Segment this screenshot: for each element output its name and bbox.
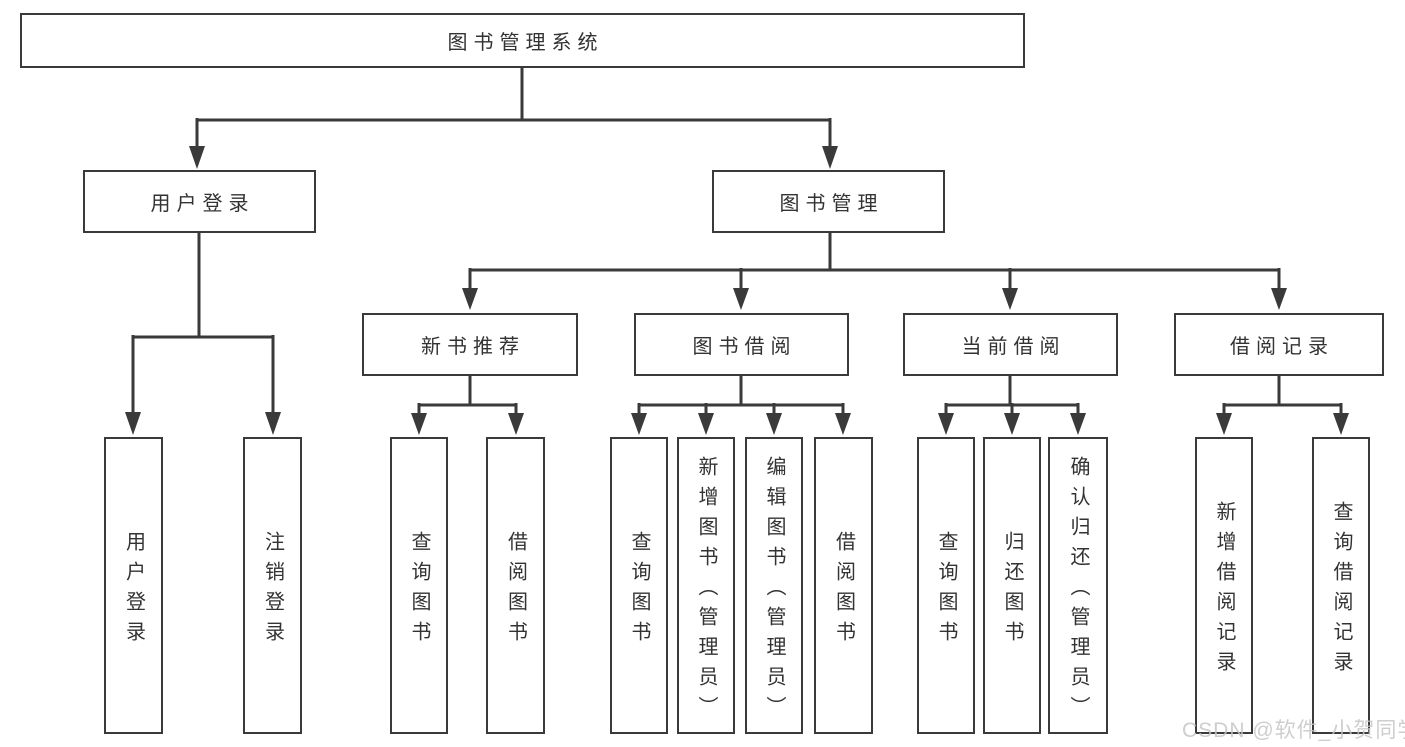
leaf-bb-edit-book-admin: 编辑图书（管理员） xyxy=(745,437,803,734)
connector-root-to-level2 xyxy=(195,68,832,148)
node-borrow-record-label: 借阅记录 xyxy=(1230,336,1334,358)
arrowhead-cb-confirm xyxy=(1070,413,1086,435)
leaf-nb-borrow-book: 借阅图书 xyxy=(486,437,545,734)
leaf-nb-borrow-book-label: 借阅图书 xyxy=(504,530,527,651)
leaf-bb-query-book: 查询图书 xyxy=(610,437,668,734)
node-book-management-label: 图书管理 xyxy=(779,193,884,215)
leaf-bb-add-book-admin: 新增图书（管理员） xyxy=(677,437,735,734)
arrowhead-bb-edit xyxy=(766,413,782,435)
leaf-cb-query-book-label: 查询图书 xyxy=(935,530,957,651)
leaf-cb-confirm-return-admin-label: 确认归还（管理员） xyxy=(1067,455,1089,726)
leaf-br-add-record-label: 新增借阅记录 xyxy=(1213,500,1235,681)
leaf-cb-return-book-label: 归还图书 xyxy=(1001,530,1023,651)
connector-current-borrow-children xyxy=(944,376,1080,415)
arrowhead-user-login xyxy=(189,146,205,169)
node-book-borrow: 图书借阅 xyxy=(634,313,849,376)
leaf-logout: 注销登录 xyxy=(243,437,302,734)
leaf-bb-query-book-label: 查询图书 xyxy=(628,530,650,651)
connector-borrow-record-children xyxy=(1222,376,1343,415)
arrowhead-cb-query xyxy=(938,413,954,435)
arrowhead-book-borrow xyxy=(733,288,749,310)
node-new-book-recommend-label: 新书推荐 xyxy=(421,336,525,358)
arrowhead-cb-return xyxy=(1004,413,1020,435)
leaf-cb-query-book: 查询图书 xyxy=(917,437,975,734)
connector-user-login-children xyxy=(131,233,275,414)
leaf-nb-query-book-label: 查询图书 xyxy=(408,530,430,651)
node-borrow-record: 借阅记录 xyxy=(1174,313,1384,376)
leaf-br-add-record: 新增借阅记录 xyxy=(1195,437,1253,734)
arrowhead-nb-borrow xyxy=(508,413,524,435)
node-new-book-recommend: 新书推荐 xyxy=(362,313,578,376)
watermark: CSDN @软件_小贺同学 xyxy=(1182,719,1405,742)
connector-book-management-children xyxy=(468,233,1281,290)
node-current-borrow: 当前借阅 xyxy=(903,313,1118,376)
node-current-borrow-label: 当前借阅 xyxy=(961,336,1066,358)
leaf-bb-add-book-admin-label: 新增图书（管理员） xyxy=(695,455,717,726)
arrowhead-leaf-logout xyxy=(265,412,281,435)
leaf-user-login: 用户登录 xyxy=(104,437,163,734)
arrowhead-nb-query xyxy=(411,413,427,435)
leaf-bb-borrow-book: 借阅图书 xyxy=(814,437,873,734)
leaf-logout-label: 注销登录 xyxy=(261,530,284,651)
arrowhead-br-add xyxy=(1216,413,1232,435)
arrowhead-bb-add xyxy=(698,413,714,435)
leaf-cb-return-book: 归还图书 xyxy=(983,437,1041,734)
leaf-bb-borrow-book-label: 借阅图书 xyxy=(832,530,855,651)
arrowhead-book-management xyxy=(822,146,838,169)
connector-new-book-children xyxy=(417,376,518,415)
arrowhead-current-borrow xyxy=(1002,288,1018,310)
leaf-br-query-record-label: 查询借阅记录 xyxy=(1330,500,1352,681)
leaf-br-query-record: 查询借阅记录 xyxy=(1312,437,1370,734)
node-root: 图书管理系统 xyxy=(20,13,1025,68)
arrowhead-bb-borrow xyxy=(835,413,851,435)
leaf-user-login-label: 用户登录 xyxy=(122,530,145,651)
leaf-cb-confirm-return-admin: 确认归还（管理员） xyxy=(1048,437,1108,734)
leaf-nb-query-book: 查询图书 xyxy=(390,437,448,734)
arrowhead-new-book xyxy=(462,288,478,310)
node-user-login: 用户登录 xyxy=(83,170,316,233)
connector-book-borrow-children xyxy=(637,376,845,415)
arrowhead-leaf-user-login xyxy=(125,412,141,435)
node-book-borrow-label: 图书借阅 xyxy=(692,336,797,358)
node-user-login-label: 用户登录 xyxy=(150,193,255,215)
arrowhead-bb-query xyxy=(631,413,647,435)
arrowhead-br-query xyxy=(1333,413,1349,435)
node-book-management: 图书管理 xyxy=(712,170,945,233)
leaf-bb-edit-book-admin-label: 编辑图书（管理员） xyxy=(763,455,785,726)
node-root-label: 图书管理系统 xyxy=(447,32,604,54)
arrowhead-borrow-record xyxy=(1271,288,1287,310)
